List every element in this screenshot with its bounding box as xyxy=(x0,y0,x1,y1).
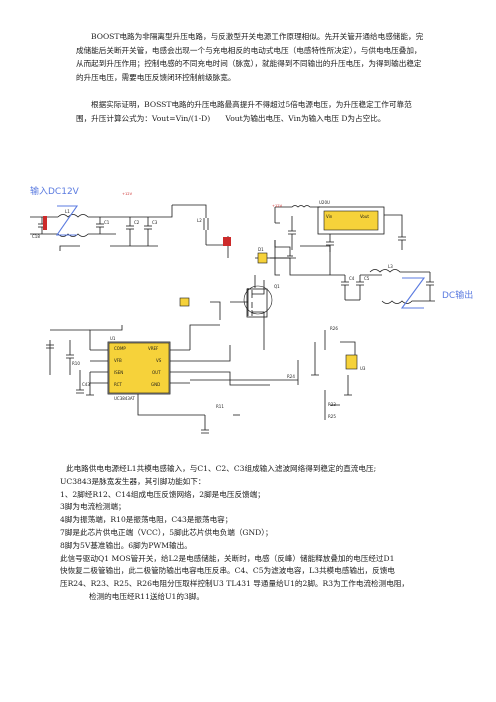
label-u1-part: UC3843AT xyxy=(114,396,135,401)
vcc-12v-label-2: +12V xyxy=(272,204,283,208)
mosfet-q1-body xyxy=(243,285,273,315)
label-vin: Vin xyxy=(326,214,333,219)
label-u2: U20U xyxy=(319,200,330,205)
regulator-ic xyxy=(323,210,379,231)
label-c2: C2 xyxy=(134,220,140,225)
desc-pin-5: 8脚为5V基准输出。6脚为PWM输出。 xyxy=(60,540,192,550)
pin-comp: COMP xyxy=(114,346,126,351)
desc-pin-4: 7脚是此芯片供电正端（VCC），5脚此芯片供电负端（GND）； xyxy=(60,527,273,537)
input-voltage-label: 输入DC12V xyxy=(30,185,80,197)
desc-tail-2: 快恢复二极管输出，此二极管防输出电容电压反串。C4、C5为滤波电容，L3共模电感… xyxy=(60,566,395,576)
label-l3: L3 xyxy=(388,264,393,269)
label-l1: L1 xyxy=(65,209,70,214)
circuit-description: 此电路供电电源经L1共模电感输入，与C1、C2、C3组成输入滤波网络得到稳定的直… xyxy=(60,463,420,604)
label-q1: Q1 xyxy=(274,284,280,289)
label-c4: C4 xyxy=(349,276,355,281)
label-r23: R23 xyxy=(328,402,336,407)
desc-intro: 此电路供电电源经L1共模电感输入，与C1、C2、C3组成输入滤波网络得到稳定的直… xyxy=(66,464,377,473)
desc-chip: UC3843是脉宽发生器，其引脚功能如下： xyxy=(60,476,206,486)
cap-input xyxy=(43,216,47,230)
label-c43: C43 xyxy=(82,382,90,387)
label-r25: R25 xyxy=(328,414,336,419)
label-l2: L2 xyxy=(197,218,202,223)
intro-paragraph: BOOST电路为非隔离型升压电路，与反激型开关电源工作原理相似。先开关管开通给电… xyxy=(76,32,424,82)
desc-last: 检测的电压经R11送给U1的3脚。 xyxy=(89,591,204,601)
uc3843-ic xyxy=(108,342,170,394)
desc-pin-3: 4脚为振荡端，R10是振荡电阻，C43是振荡电容； xyxy=(60,515,233,525)
label-r24: R24 xyxy=(287,374,295,379)
pin-vref: VREF xyxy=(148,346,159,351)
label-c1: C1 xyxy=(104,220,110,225)
pin-isen: ISEN xyxy=(114,370,123,375)
desc-pin-2: 3脚为电流检测端； xyxy=(60,502,126,512)
diode-d3 xyxy=(179,297,190,307)
boost-circuit-schematic: 输入DC12V DC输出 +12V +12V L1 C1 C2 C3 C18 U… xyxy=(30,185,473,434)
pin-vfb: VFB xyxy=(114,358,122,363)
output-dc-label: DC输出 xyxy=(442,289,473,301)
label-r11: R11 xyxy=(216,404,224,409)
cap-c21 xyxy=(223,237,231,246)
label-r26: R26 xyxy=(330,326,338,331)
mosfet-q1 xyxy=(246,288,268,318)
label-c18: C18 xyxy=(32,234,40,239)
formula-paragraph: 根据实际证明，BOSST电路的升压电路最高提升不得超过5倍电源电压，为升压稳定工… xyxy=(76,100,412,123)
pin-gnd: GND xyxy=(151,382,160,387)
tl431-u3 xyxy=(345,354,358,370)
label-u1: U1 xyxy=(110,336,116,341)
label-u3: U3 xyxy=(360,366,366,371)
diode-d1 xyxy=(257,252,268,264)
desc-tail-1: 此信号驱动Q1 MOS管开关，给L2是电感储能，关断时，电感（反峰）储能释放叠加… xyxy=(60,553,395,563)
label-r10: R10 xyxy=(72,361,80,366)
label-c5: C5 xyxy=(364,276,370,281)
label-c3: C3 xyxy=(152,220,158,225)
desc-tail-3: 压R24、R23、R25、R26电阻分压取样控制U3 TL431 导通量给U1的… xyxy=(60,579,410,589)
desc-pin-1: 1、2脚经R12、C14组成电压反馈网络，2脚是电压反馈端； xyxy=(60,489,265,499)
pin-out: OUT xyxy=(152,370,161,375)
vcc-12v-label: +12V xyxy=(122,192,133,196)
label-vout: Vout xyxy=(360,214,369,219)
pin-rct: RCT xyxy=(114,382,122,387)
pin-vs: VS xyxy=(156,358,162,363)
label-d1: D1 xyxy=(258,247,264,252)
highlight-marks xyxy=(55,205,426,309)
